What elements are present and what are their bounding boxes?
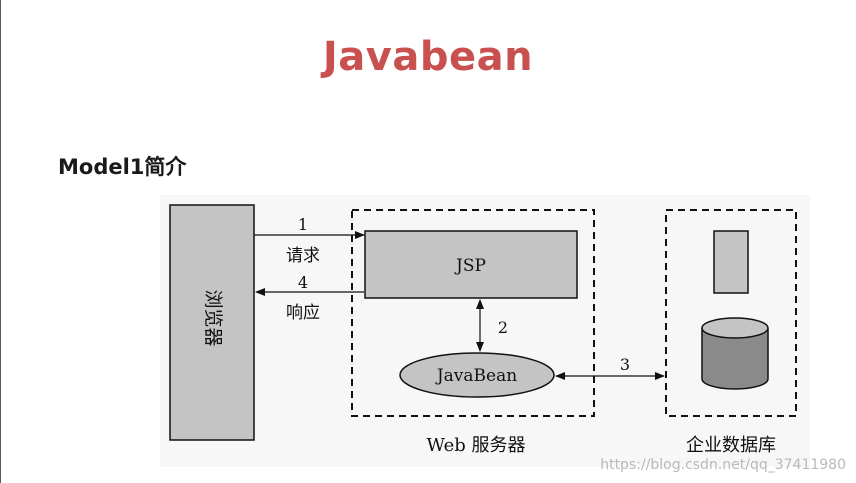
javabean-label: JavaBean [435,366,517,386]
javabean-ellipse [399,352,555,398]
web-server-label: Web 服务器 [427,435,526,456]
jsp-box [364,230,578,299]
database-label: 企业数据库 [686,435,776,456]
watermark-url: https://blog.csdn.net/qq_37411980 [600,457,846,473]
jsp-javabean-number: 2 [498,318,508,337]
slide-title: Javabean [322,34,534,80]
javabean-database-number: 3 [620,355,630,374]
database-icon [701,317,769,390]
server-icon [713,230,749,294]
left-border-line [0,0,1,483]
request-label: 请求 [286,246,320,266]
response-label: 响应 [286,303,320,323]
response-number: 4 [298,273,308,292]
section-heading: Model1简介 [58,155,187,179]
browser-label: 浏览器 [202,289,224,346]
database-container [665,209,797,417]
browser-box [169,204,255,441]
web-server-container [351,209,595,417]
jsp-label: JSP [454,256,486,276]
request-number: 1 [298,215,308,234]
